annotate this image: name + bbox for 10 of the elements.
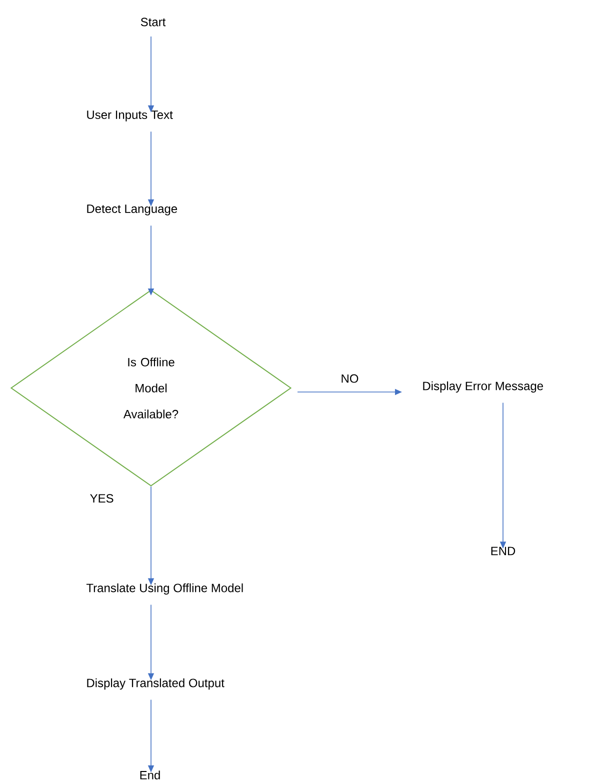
step-text: User Inputs Text bbox=[87, 110, 173, 122]
step-text: Display Translated Output bbox=[87, 678, 224, 690]
step-text: Detect Language bbox=[87, 204, 178, 216]
step-text: Display Error Message bbox=[423, 381, 543, 393]
edge-label: YES bbox=[90, 494, 114, 503]
step-text: End bbox=[140, 770, 160, 780]
edge-label: NO bbox=[342, 374, 358, 383]
step-text: Translate Using Offline Model bbox=[86, 583, 243, 595]
step-text: END bbox=[491, 546, 516, 556]
step-text: Start bbox=[140, 18, 166, 26]
